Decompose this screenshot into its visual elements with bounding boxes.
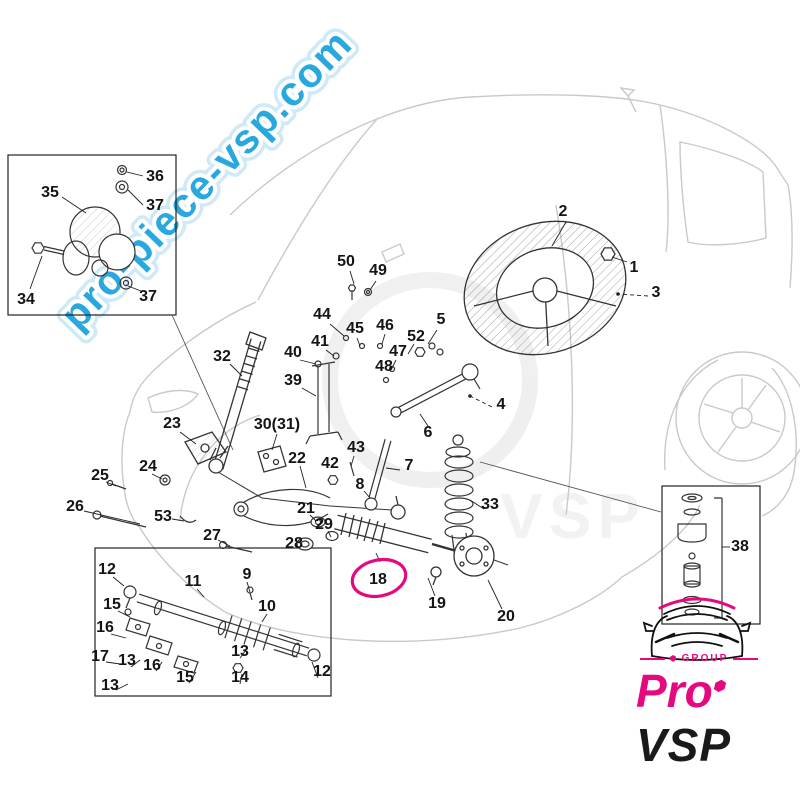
washer-37b [119,276,133,290]
bolt-9 [246,586,254,594]
tie-rod-end-19 [430,566,442,578]
nut-14 [232,663,244,673]
logo-pro-text: Pro [636,665,713,717]
watermark: pro-piece-vsp.com pro-piece-vsp.com pro-… [44,12,369,346]
logo-group-row: ⬢ GROUP [640,653,758,664]
clamp-13b [217,620,227,636]
pinion-input [390,504,406,520]
tie-rod-end-12-left [123,585,137,599]
logo-bar-right [733,657,758,660]
leader-lines [29,171,730,691]
bolt-34 [31,242,45,254]
washer-37a [115,180,129,194]
inset-box-rack [94,547,332,697]
svg-text:VSP: VSP [500,480,646,552]
bolt-15 [124,608,132,616]
nut-42 [327,475,339,485]
clamp-53 [179,515,197,523]
nut-52 [414,347,426,357]
steering-column [184,331,393,511]
logo-wordmark: Pro⬢ VSP [636,664,782,772]
bushing-8 [364,497,378,511]
logo-group-label: GROUP [681,653,729,664]
tie-rod-end-12-right [307,648,321,662]
bushing-28 [296,537,314,551]
pin-43 [349,461,355,477]
inset-box-bushings [661,485,761,625]
hub-20 [453,535,495,577]
rack-assembly [334,495,509,586]
washer-49 [363,287,373,297]
inset-boxes [7,154,761,697]
upper-linkage [305,284,481,511]
inset-links [171,314,662,513]
hexagon-icon: ⬢ [669,653,677,663]
faint-watermark: VSP [322,272,646,552]
logo-bar-left [640,657,665,660]
highlighted-part-label: 18 [369,571,387,588]
hexagon-dot-icon: ⬢ [712,677,725,694]
steering-wheel [463,220,627,356]
ball-joint-4 [461,363,479,381]
nut-1 [600,247,616,261]
lower-arm [92,474,339,553]
clamp-13c [291,642,301,658]
logo-car [642,597,752,661]
svg-text:pro-piece-vsp.com: pro-piece-vsp.com [51,20,361,339]
bushing-29 [325,530,339,542]
universal-joint [208,458,224,474]
coupling-assembly [31,164,136,290]
provsp-logo: ⬢ GROUP Pro⬢ VSP [622,651,782,772]
bolt-27 [218,540,228,550]
logo-line2: VSP [636,719,732,771]
highlight-ellipse [350,557,408,599]
car-outline [121,87,800,643]
rack-exploded [123,585,321,674]
bolt-50 [347,284,357,292]
clamp-13a [153,600,163,616]
logo-line1: Pro⬢ [636,664,782,718]
inset-box-coupling [7,154,177,316]
washer-36 [116,164,128,176]
washer-24 [159,474,171,486]
